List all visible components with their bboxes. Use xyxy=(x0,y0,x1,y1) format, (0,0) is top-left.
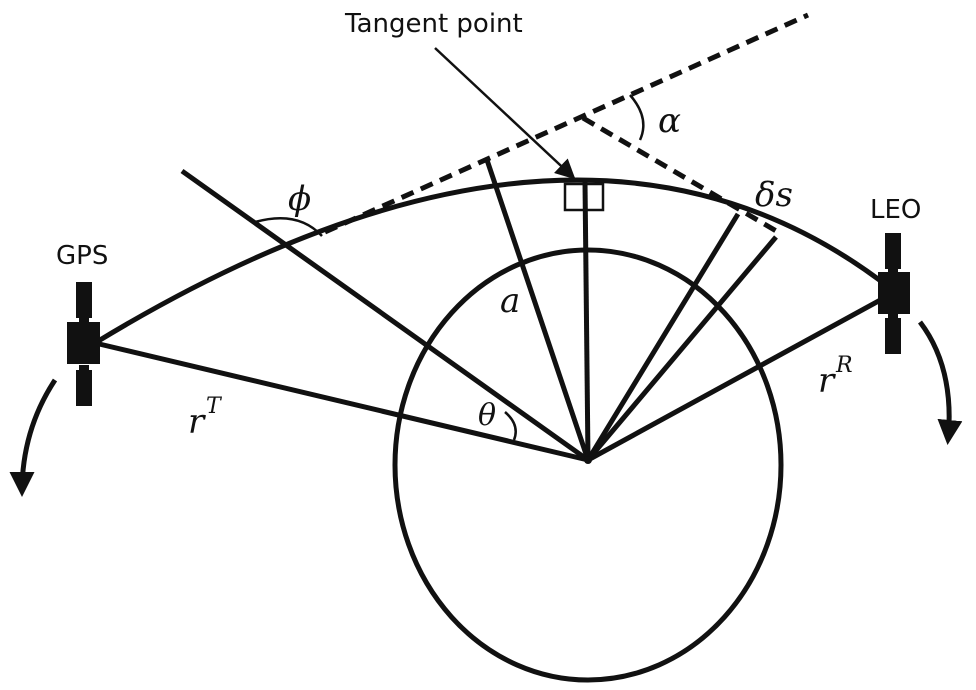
r-t-base: r xyxy=(188,402,206,442)
gps-satellite-icon xyxy=(67,282,100,406)
r-t-superscript: T xyxy=(206,394,223,419)
radial-line-1 xyxy=(585,212,741,462)
incoming-asymptote-dashed xyxy=(323,12,810,235)
theta-angle-arc xyxy=(504,411,517,441)
earth-center-point xyxy=(584,456,592,464)
r-r-base: r xyxy=(818,361,836,401)
ray-path xyxy=(93,177,897,346)
right-angle-marker xyxy=(563,182,605,212)
a-symbol: a xyxy=(500,281,520,321)
tangent-radius-line xyxy=(582,181,591,461)
long-diagonal-line xyxy=(180,168,590,463)
tangent-point-pointer xyxy=(434,47,576,180)
radial-line-2 xyxy=(586,235,778,462)
impact-parameter-line xyxy=(484,159,591,461)
outgoing-asymptote-dashed xyxy=(581,115,780,235)
leo-motion-arrow xyxy=(918,320,963,445)
phi-symbol: ϕ xyxy=(288,179,311,219)
gps-radius-line xyxy=(94,340,589,463)
r-r-superscript: R xyxy=(835,353,853,378)
r-t-symbol: r T xyxy=(188,394,223,442)
alpha-angle-arc xyxy=(629,94,645,141)
r-r-symbol: r R xyxy=(818,353,853,401)
tangent-point-label: Tangent point xyxy=(344,9,523,39)
leo-satellite-icon xyxy=(878,233,910,354)
theta-symbol: θ xyxy=(478,398,496,433)
phi-angle-arc xyxy=(254,216,323,237)
leo-label: LEO xyxy=(870,195,921,225)
leo-radius-line xyxy=(586,289,897,463)
alpha-symbol: α xyxy=(658,101,681,141)
gps-motion-arrow xyxy=(9,378,58,497)
delta-s-symbol: δs xyxy=(755,175,793,215)
gps-label: GPS xyxy=(56,241,108,271)
